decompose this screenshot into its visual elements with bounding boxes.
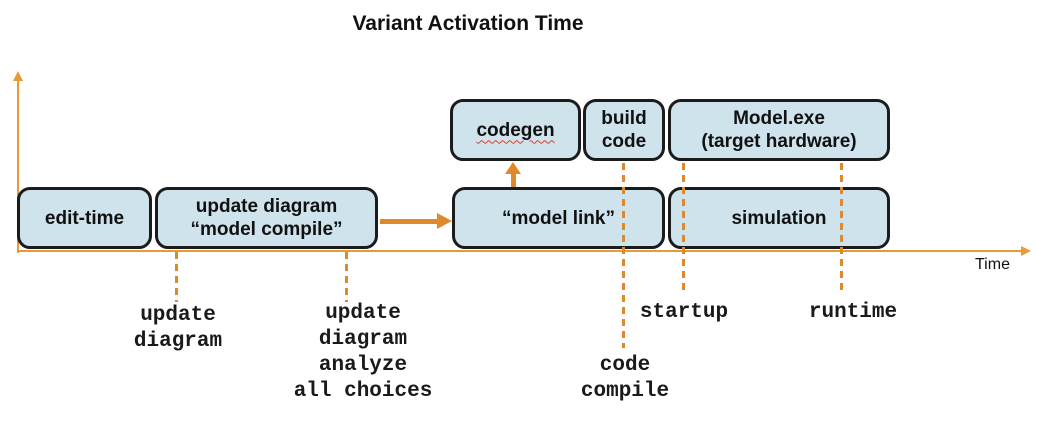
build-code-label-line2: code <box>601 131 647 152</box>
update-diagram-label-line1: update diagram <box>195 196 338 217</box>
arrow-update-to-modellink-head-icon <box>437 213 452 229</box>
codegen-label: codegen <box>476 119 555 141</box>
arrow-update-to-modellink <box>380 219 437 224</box>
diagram-title: Variant Activation Time <box>352 12 584 35</box>
milestone-line: diagram <box>318 328 408 351</box>
time-axis-label: Time <box>975 256 1010 273</box>
box-update-diagram-model-compile: update diagram “model compile” <box>155 187 378 249</box>
dashed-line-update-diagram-analyze <box>345 252 348 302</box>
milestone-line: update <box>325 302 401 325</box>
edit-time-label: edit-time <box>44 207 125 229</box>
box-build-code: build code <box>583 99 665 161</box>
milestone-line: compile <box>580 380 670 403</box>
milestone-line: analyze <box>318 354 408 377</box>
time-axis-arrowhead-icon <box>1021 246 1031 256</box>
y-axis-arrowhead-icon <box>13 71 23 81</box>
milestone-line: code <box>599 354 651 377</box>
milestone-label-runtime: runtime <box>809 300 897 326</box>
milestone-label-startup: startup <box>640 300 728 326</box>
model-link-label: “model link” <box>502 207 615 229</box>
milestone-label-update-diagram-analyze-all-choices: update diagram analyze all choices <box>294 301 433 405</box>
model-exe-label-line2: (target hardware) <box>701 131 857 152</box>
milestone-line: startup <box>639 301 729 324</box>
milestone-line: runtime <box>808 301 898 324</box>
box-simulation: simulation <box>668 187 890 249</box>
dashed-line-code-compile <box>622 163 625 348</box>
model-exe-label-line1: Model.exe <box>733 108 825 129</box>
box-model-link: “model link” <box>452 187 665 249</box>
dashed-line-runtime <box>840 163 843 293</box>
arrow-modellink-to-codegen-head-icon <box>505 162 521 174</box>
milestone-label-code-compile: code compile <box>581 353 669 405</box>
box-model-exe: Model.exe (target hardware) <box>668 99 890 161</box>
update-diagram-label-line2: “model compile” <box>190 219 343 240</box>
milestone-line: all choices <box>293 380 433 403</box>
build-code-label-line1: build <box>601 108 647 129</box>
box-codegen: codegen <box>450 99 581 161</box>
milestone-line: diagram <box>133 330 223 353</box>
milestone-label-update-diagram: update diagram <box>134 303 222 355</box>
milestone-line: update <box>140 304 216 327</box>
time-axis-line <box>18 250 1023 252</box>
dashed-line-update-diagram <box>175 252 178 302</box>
arrow-modellink-to-codegen <box>511 173 516 187</box>
y-axis-line <box>17 80 19 253</box>
simulation-label: simulation <box>731 207 827 229</box>
dashed-line-startup <box>682 163 685 293</box>
box-edit-time: edit-time <box>17 187 152 249</box>
